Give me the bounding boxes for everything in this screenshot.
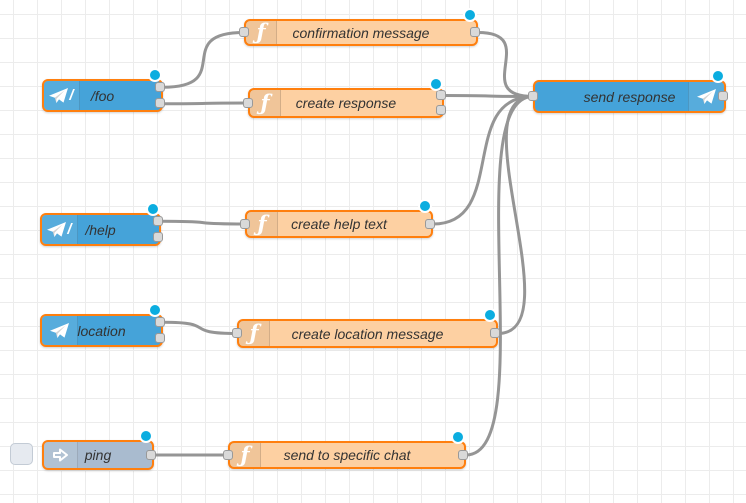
node-send-response[interactable]: send response	[527, 68, 728, 113]
node-foo[interactable]: //foo	[42, 67, 165, 112]
inject-arrow-icon	[44, 442, 78, 468]
wire-send-to-specific-chat-to-send-response[interactable]	[464, 95, 535, 457]
changed-indicator	[463, 7, 477, 22]
wire-create-response-to-send-response[interactable]	[442, 94, 535, 98]
telegram-command-icon: /	[42, 215, 78, 244]
telegram-command-icon: /	[44, 81, 80, 110]
changed-indicator	[711, 68, 725, 83]
wire-confirmation-message-to-send-response[interactable]	[476, 31, 535, 98]
changed-indicator	[146, 201, 160, 216]
output-port-0[interactable]	[436, 90, 446, 100]
node-help[interactable]: //help	[40, 201, 163, 246]
changed-indicator	[148, 302, 162, 317]
input-port[interactable]	[231, 328, 242, 338]
node-create-location-message[interactable]: ƒ create location message	[231, 307, 500, 348]
input-port[interactable]	[242, 97, 253, 108]
output-port-1[interactable]	[155, 333, 165, 344]
output-port-1[interactable]	[153, 232, 163, 243]
wire-create-help-text-to-send-response[interactable]	[431, 95, 535, 226]
node-label: create location message	[291, 325, 444, 342]
function-icon: ƒ	[250, 90, 281, 116]
changed-indicator	[148, 67, 162, 82]
output-port-0[interactable]	[458, 449, 468, 460]
output-port-0[interactable]	[718, 91, 728, 101]
wire-foo-to-create-response[interactable]	[161, 101, 250, 106]
changed-indicator	[483, 307, 497, 322]
node-confirmation-message[interactable]: ƒ confirmation message	[238, 7, 480, 46]
output-port-0[interactable]	[425, 218, 435, 229]
telegram-send-icon	[688, 82, 724, 111]
wire-help-to-create-help-text[interactable]	[159, 219, 247, 226]
input-port[interactable]	[238, 27, 249, 37]
node-label: send to specific chat	[283, 447, 411, 463]
output-port-0[interactable]	[470, 27, 480, 37]
node-send-to-specific-chat[interactable]: ƒ send to specific chat	[222, 429, 468, 469]
function-icon: ƒ	[247, 212, 278, 236]
input-port[interactable]	[239, 218, 250, 229]
changed-indicator	[451, 429, 465, 444]
output-port-0[interactable]	[153, 215, 163, 226]
output-port-1[interactable]	[155, 98, 165, 109]
node-location[interactable]: location	[40, 302, 165, 347]
wire-foo-to-confirmation-message[interactable]	[161, 31, 246, 89]
telegram-receive-icon	[42, 316, 78, 345]
input-port[interactable]	[527, 91, 538, 101]
changed-indicator	[139, 428, 153, 443]
output-port-0[interactable]	[490, 328, 500, 338]
node-ping[interactable]: ping	[9, 428, 156, 470]
output-port-0[interactable]	[155, 316, 165, 327]
node-label: confirmation message	[292, 24, 430, 41]
function-icon: ƒ	[246, 21, 277, 44]
inject-trigger-button[interactable]	[9, 442, 33, 465]
function-icon: ƒ	[230, 443, 261, 467]
input-port[interactable]	[222, 449, 233, 460]
changed-indicator	[429, 76, 443, 91]
wire-location-to-create-location-message[interactable]	[161, 320, 239, 335]
function-icon: ƒ	[239, 321, 270, 346]
output-port-0[interactable]	[146, 449, 156, 460]
wire-create-location-message-to-send-response[interactable]	[496, 95, 535, 335]
changed-indicator	[418, 198, 432, 213]
output-port-1[interactable]	[436, 105, 446, 115]
output-port-0[interactable]	[155, 81, 165, 92]
